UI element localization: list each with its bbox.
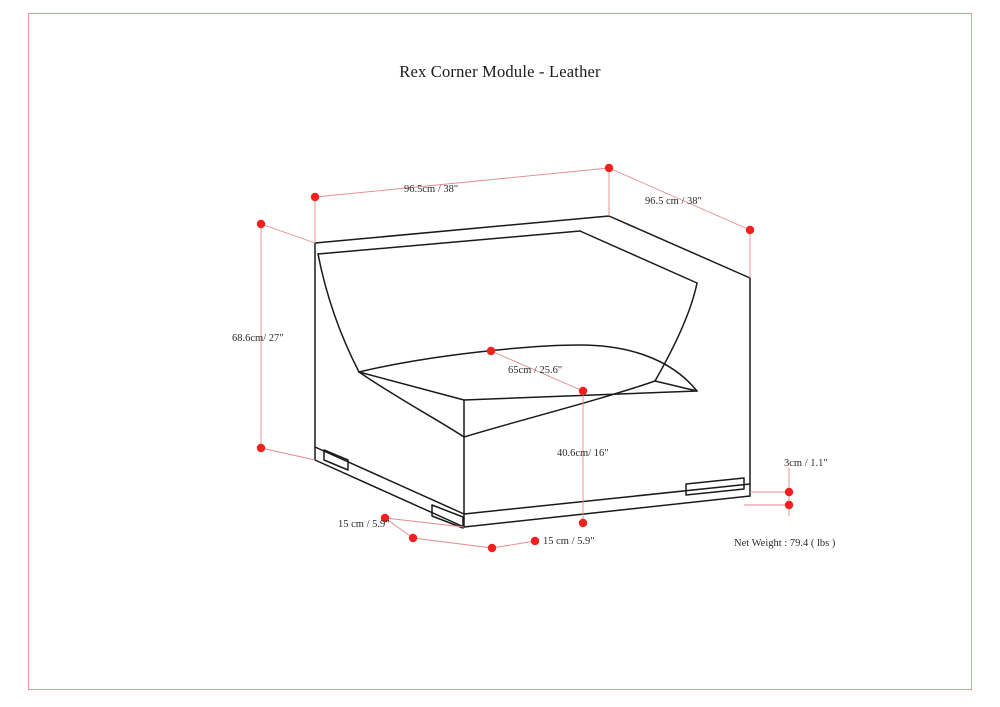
dimension-label-leg-height: 3cm / 1.1" (784, 458, 828, 469)
dimension-label-leg-width-left: 15 cm / 5.9" (338, 519, 390, 530)
dimension-label-leg-width-front: 15 cm / 5.9" (543, 536, 595, 547)
dimension-label-width-top-right: 96.5 cm / 38" (645, 196, 702, 207)
dimension-lines (260, 167, 790, 549)
dimension-markers (256, 163, 794, 553)
sofa-outline (314, 215, 751, 529)
dimension-label-seat-depth: 65cm / 25.6" (508, 365, 563, 376)
page-title: Rex Corner Module - Leather (399, 62, 601, 81)
dimension-label-seat-height: 40.6cm/ 16" (557, 448, 609, 459)
net-weight-note: Net Weight : 79.4 ( lbs ) (734, 538, 836, 549)
dimension-label-width-top-left: 96.5cm / 38" (404, 184, 459, 195)
dimension-label-overall-height: 68.6cm/ 27" (232, 333, 284, 344)
page-border (28, 13, 972, 690)
